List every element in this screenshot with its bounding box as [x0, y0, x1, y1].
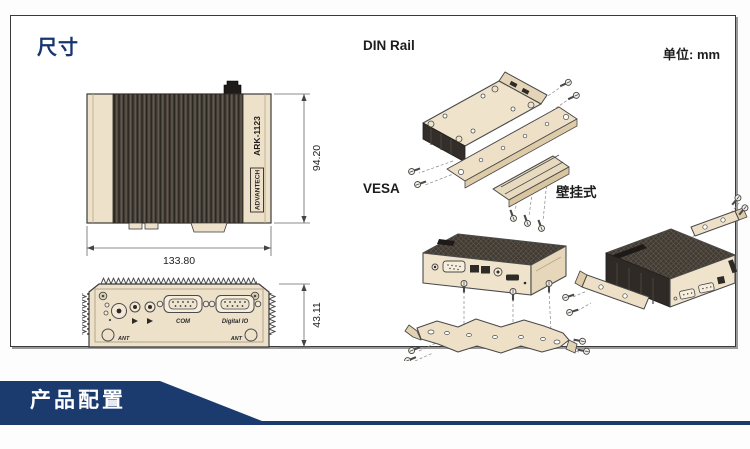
brand-label: ADVANTECH [255, 170, 262, 211]
model-label: ARK-1123 [252, 116, 262, 156]
mount-label-vesa: VESA [363, 181, 400, 196]
ant-hole-right: ANT [230, 328, 258, 342]
footer-banner-label: 产品配置 [30, 389, 126, 412]
vesa-diagram [402, 233, 592, 361]
dimension-depth: 43.11 [279, 283, 323, 348]
digital-io-label: Digital IO [222, 319, 249, 325]
heatsink-fins [112, 93, 244, 224]
power-jack [111, 303, 127, 319]
din-device [422, 71, 548, 163]
dimensions-card: 尺寸 单位: mm DIN Rail VESA 壁挂式 [10, 15, 750, 361]
footer-accent-line [0, 421, 750, 425]
din-rail-diagram [406, 71, 582, 234]
wall-bracket-left [574, 270, 650, 310]
dimension-drawings: ADVANTECH ARK-1123 94.20 [82, 80, 323, 348]
com-port-label: COM [176, 319, 191, 325]
unit-label: 单位: mm [663, 47, 721, 62]
dimension-depth-value: 43.11 [311, 302, 323, 328]
ant-right-label: ANT [230, 336, 243, 342]
top-view-drawing: ADVANTECH ARK-1123 [86, 80, 272, 233]
din-mounting-plate [446, 106, 578, 189]
dimension-width: 133.80 [86, 226, 272, 267]
mounting-diagrams [402, 71, 750, 361]
led-indicators [103, 302, 112, 322]
footer-section-banner: 产品配置 [0, 381, 262, 421]
dimension-height-value: 94.20 [311, 145, 323, 171]
din-rail-clip [492, 154, 570, 208]
wall-bracket-right [690, 207, 748, 237]
top-fin-profile [101, 277, 257, 285]
front-view-drawing: COM Digital IO ANT [82, 277, 276, 348]
mount-label-din-rail: DIN Rail [363, 38, 415, 53]
section-title-dimensions: 尺寸 [37, 37, 79, 59]
vesa-device [422, 233, 567, 296]
wall-device [605, 228, 738, 308]
digital-io-port: Digital IO [208, 295, 262, 325]
antenna-connector [223, 80, 242, 95]
dimension-width-value: 133.80 [163, 255, 195, 267]
com-port: COM [156, 295, 210, 325]
ant-left-label: ANT [117, 336, 130, 342]
ant-hole-left: ANT [101, 328, 130, 342]
device-label: ADVANTECH ARK-1123 [250, 116, 264, 213]
mount-label-wall-mount: 壁挂式 [556, 185, 597, 200]
wall-mount-diagram [560, 192, 750, 318]
dimension-height: 94.20 [274, 93, 323, 224]
audio-jacks [129, 301, 156, 324]
vesa-plate [404, 318, 578, 354]
